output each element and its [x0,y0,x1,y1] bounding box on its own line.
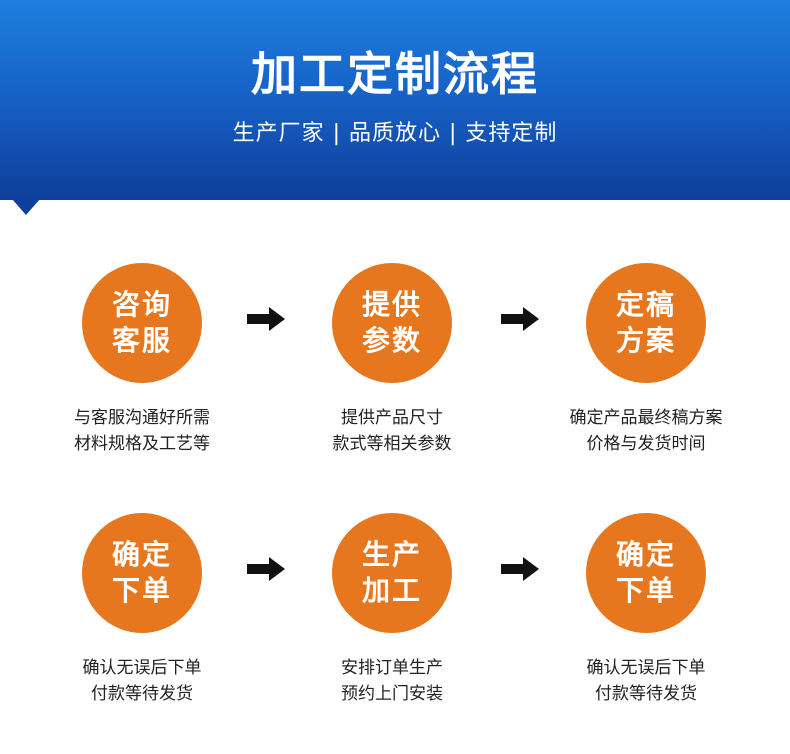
step-title-line1: 提供 [361,288,422,321]
step-description: 确认无误后下单 付款等待发货 [526,655,766,707]
step-production: 生产 加工 安排订单生产 预约上门安装 [272,513,512,707]
step-provide-params: 提供 参数 提供产品尺寸 款式等相关参数 [272,263,512,457]
step-place-order-final: 确定 下单 确认无误后下单 付款等待发货 [526,513,766,707]
header-notch [12,199,40,215]
right-arrow-icon [501,557,539,581]
step-description: 确定产品最终稿方案 价格与发货时间 [526,405,766,457]
step-desc-line1: 安排订单生产 [341,658,443,678]
step-description: 确认无误后下单 付款等待发货 [22,655,262,707]
step-title-line1: 确定 [615,538,676,571]
step-title-line1: 定稿 [615,288,676,321]
step-title-line2: 加工 [361,574,422,607]
step-desc-line2: 付款等待发货 [91,684,193,704]
right-arrow-icon [247,557,285,581]
step-desc-line1: 确认无误后下单 [586,658,706,678]
step-title-line1: 确定 [111,538,172,571]
page-subtitle: 生产厂家 | 品质放心 | 支持定制 [232,121,558,146]
step-description: 与客服沟通好所需 材料规格及工艺等 [22,405,262,457]
step-description: 提供产品尺寸 款式等相关参数 [272,405,512,457]
right-arrow-icon [501,307,539,331]
step-desc-line1: 确认无误后下单 [82,658,202,678]
step-desc-line2: 款式等相关参数 [332,434,452,454]
step-circle: 定稿 方案 [586,263,706,383]
step-title-line1: 咨询 [111,288,172,321]
step-desc-line1: 确定产品最终稿方案 [569,408,723,428]
step-finalize-plan: 定稿 方案 确定产品最终稿方案 价格与发货时间 [526,263,766,457]
right-arrow-icon [247,307,285,331]
step-circle: 提供 参数 [332,263,452,383]
step-desc-line1: 提供产品尺寸 [341,408,443,428]
step-title-line1: 生产 [361,538,422,571]
header-banner [0,0,790,200]
step-title-line2: 参数 [361,324,422,357]
step-desc-line1: 与客服沟通好所需 [74,408,210,428]
step-title-line2: 方案 [615,324,676,357]
step-desc-line2: 预约上门安装 [341,684,443,704]
step-desc-line2: 材料规格及工艺等 [74,434,210,454]
step-description: 安排订单生产 预约上门安装 [272,655,512,707]
step-circle: 确定 下单 [586,513,706,633]
step-desc-line2: 价格与发货时间 [586,434,706,454]
step-circle: 咨询 客服 [82,263,202,383]
step-circle: 确定 下单 [82,513,202,633]
page-title: 加工定制流程 [251,47,539,101]
step-title-line2: 下单 [111,574,172,607]
step-desc-line2: 付款等待发货 [595,684,697,704]
step-title-line2: 下单 [615,574,676,607]
step-circle: 生产 加工 [332,513,452,633]
step-title-line2: 客服 [111,324,172,357]
step-place-order: 确定 下单 确认无误后下单 付款等待发货 [22,513,262,707]
step-consult: 咨询 客服 与客服沟通好所需 材料规格及工艺等 [22,263,262,457]
